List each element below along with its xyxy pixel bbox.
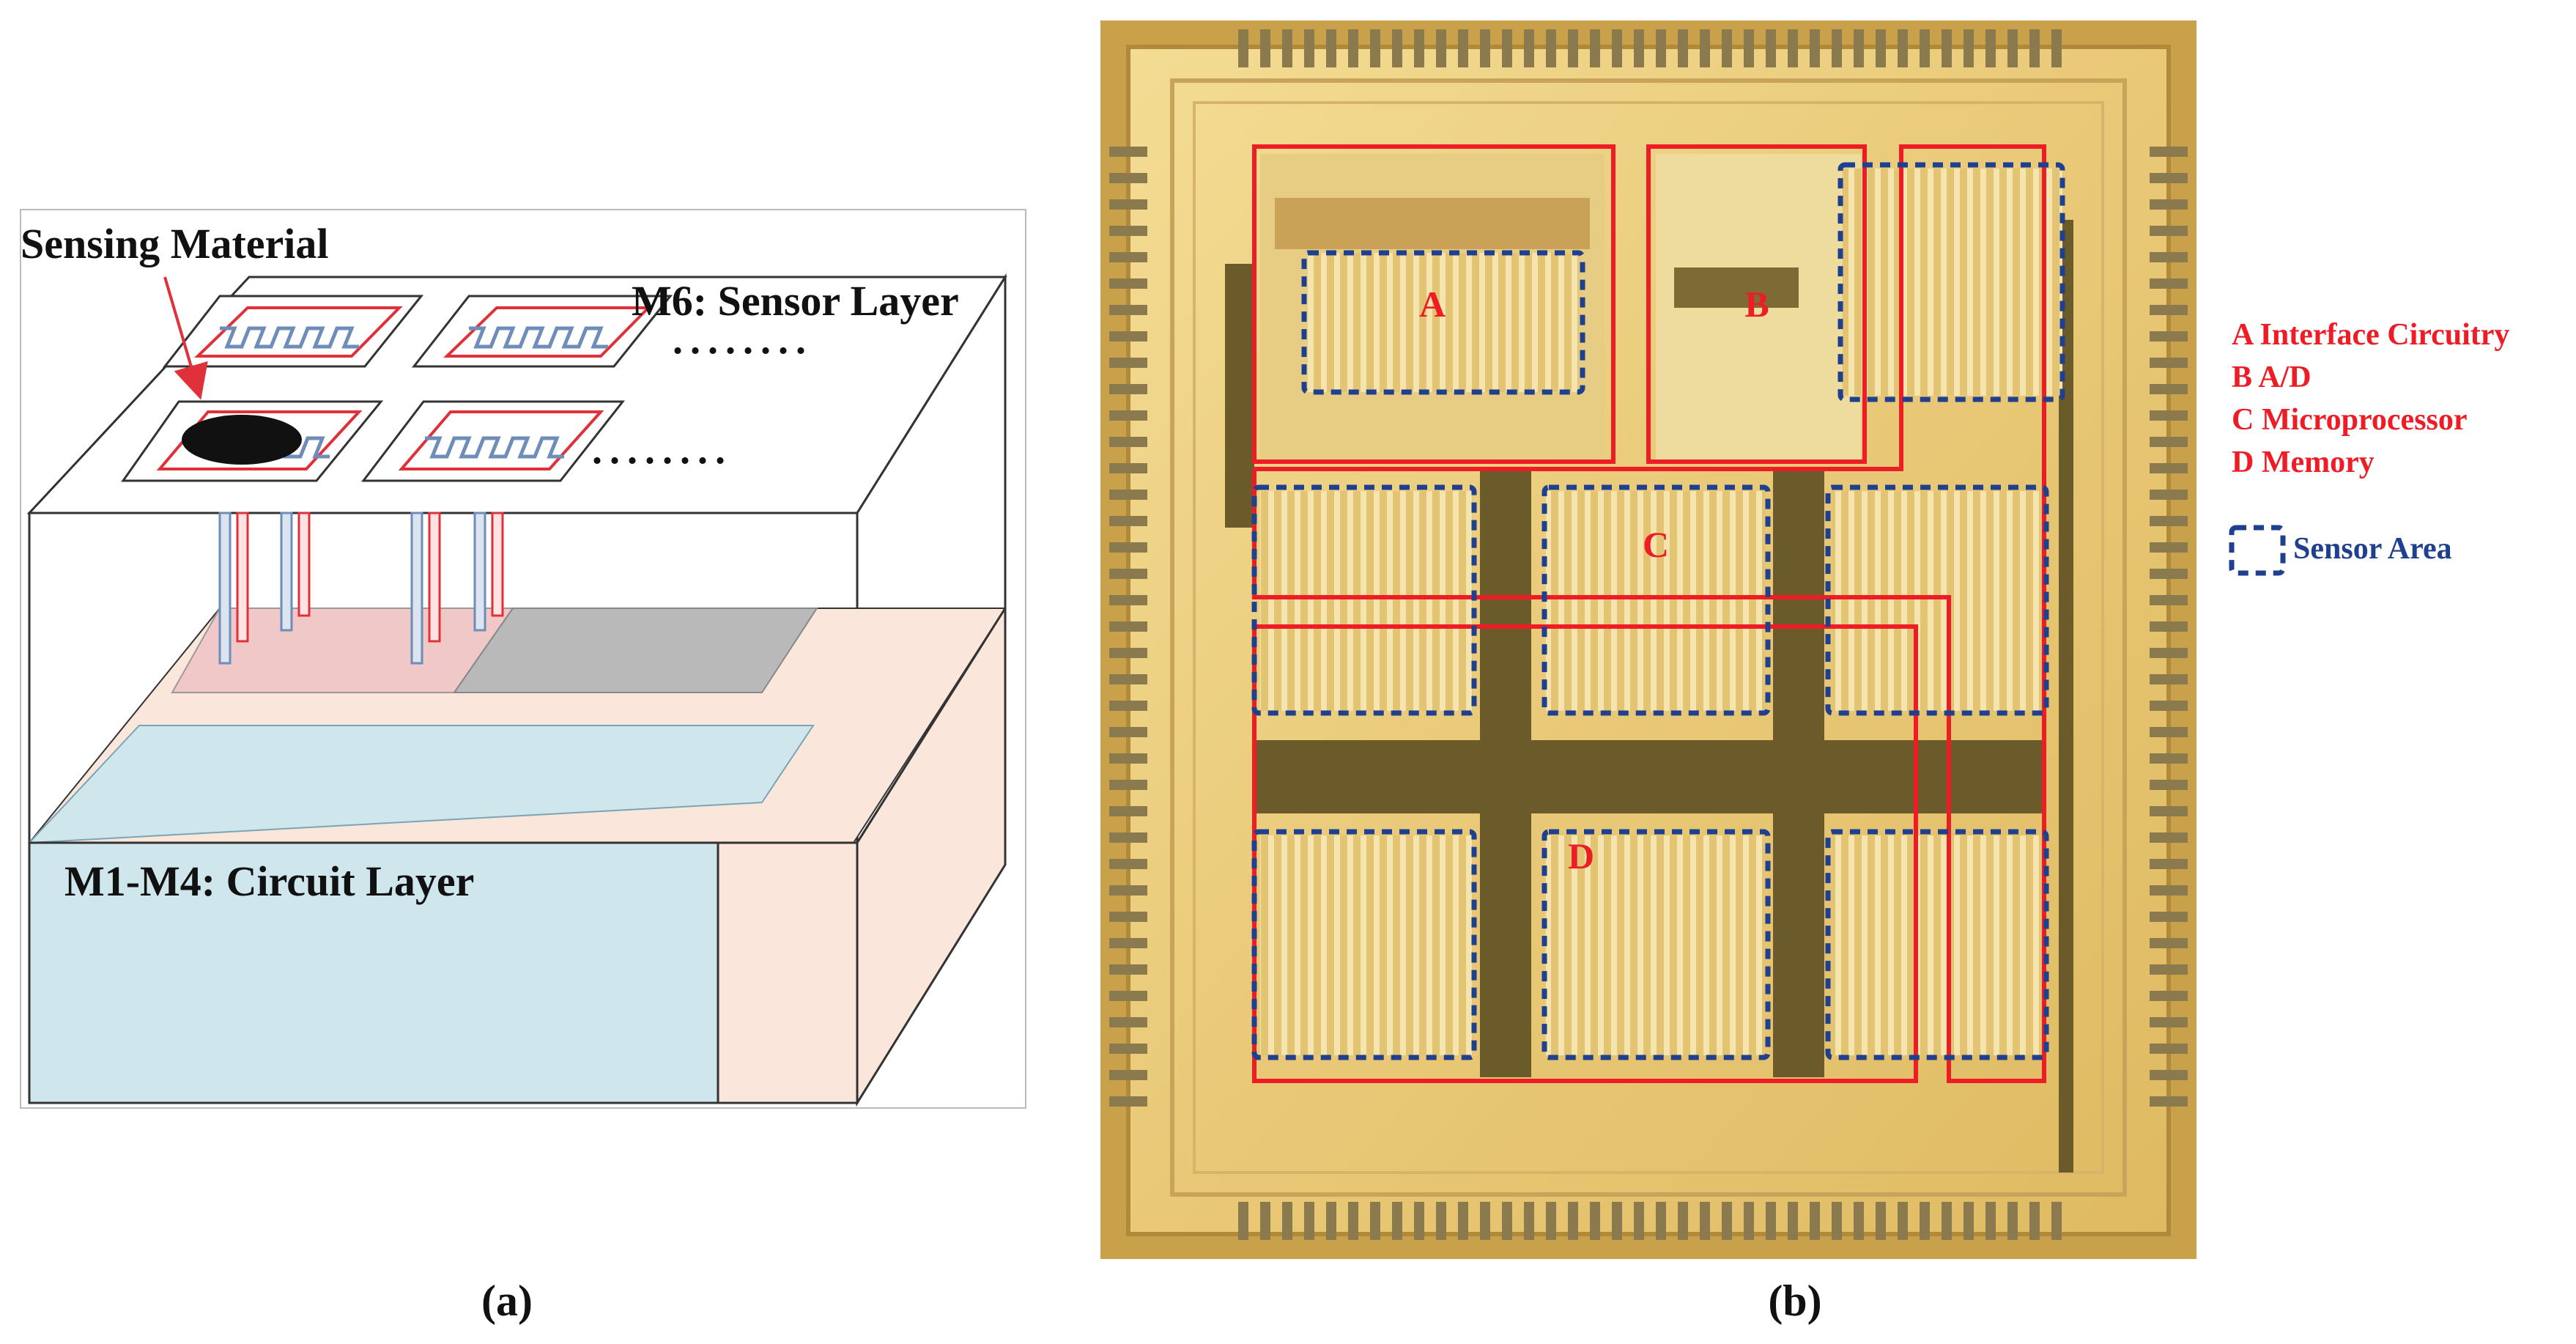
- circuit-contact-pad: [453, 608, 818, 693]
- sensor-cell-3: [121, 400, 384, 482]
- sensor-area-d2: [1541, 829, 1771, 1060]
- sensor-cell-2: [411, 295, 673, 368]
- sensor-array-c1: [1260, 491, 1473, 711]
- region-b-outline: [1646, 144, 1867, 464]
- panel-a-3d-chip: Sensing Material M6: Sensor Layer ......…: [20, 209, 1026, 1109]
- sensor-area-c1: [1251, 484, 1477, 716]
- legend-sensor-area-swatch: [2229, 525, 2286, 576]
- sensor-area-top-right: [1837, 162, 2065, 402]
- sensing-material-blob: [182, 415, 302, 465]
- sensing-material-arrow: [163, 276, 208, 400]
- sensor-array-top-right: [1843, 169, 2062, 396]
- circuit-layer-surface: [27, 725, 815, 844]
- bond-pads-left: [1109, 147, 1147, 1107]
- sensor-area-d1: [1251, 829, 1477, 1060]
- sensing-material-label: Sensing Material: [21, 220, 328, 267]
- bond-pads-bottom: [1238, 1202, 2062, 1240]
- seal-ring-inner: [1193, 101, 2104, 1174]
- sensor-array-a: [1308, 253, 1579, 392]
- circuit-layer-right-face: [856, 604, 1007, 1107]
- sensor-layer-label: M6: Sensor Layer: [632, 277, 959, 325]
- block-b-detail: [1674, 267, 1799, 308]
- legend-item-c: C Microprocessor: [2232, 403, 2468, 437]
- sensor-array-c2: [1546, 491, 1766, 711]
- region-a-outline: [1252, 144, 1615, 464]
- legend-sensor-area-label: Sensor Area: [2293, 532, 2452, 566]
- block-a-detail: [1275, 198, 1590, 249]
- sensor-array-d2: [1546, 835, 1766, 1055]
- bond-pads-right: [2150, 147, 2188, 1107]
- region-a-label: A: [1419, 284, 1446, 325]
- bond-pads-top: [1238, 29, 2062, 67]
- caption-b: (b): [1768, 1277, 1821, 1325]
- region-c-label: C: [1643, 524, 1669, 565]
- legend: A Interface Circuitry B A/D C Microproce…: [2229, 318, 2509, 576]
- seal-ring-outer: [1170, 78, 2127, 1197]
- circuit-layer-front-side: [717, 841, 859, 1104]
- sensor-array-d1: [1260, 835, 1473, 1055]
- region-b-label: B: [1744, 284, 1769, 325]
- circuit-layer-label: M1-M4: Circuit Layer: [64, 857, 474, 905]
- sensor-array-d3: [1832, 835, 2044, 1055]
- region-d-label: D: [1568, 835, 1594, 876]
- sensor-area-d3: [1825, 829, 2049, 1060]
- legend-item-b: B A/D: [2232, 361, 2312, 394]
- dark-routing-channels: [1225, 220, 2073, 1173]
- sensor-area-c3: [1825, 484, 2049, 716]
- sensor-array-c3: [1832, 491, 2044, 711]
- sensor-area-c2: [1541, 484, 1771, 716]
- legend-item-a: A Interface Circuitry: [2232, 318, 2509, 352]
- sensor-area-a: [1301, 250, 1585, 395]
- ellipsis-row-2: ........: [592, 427, 733, 473]
- via-pillars: [218, 512, 504, 665]
- sensor-cell-4: [360, 400, 626, 482]
- region-c-outline: [1252, 144, 2046, 1083]
- panel-b-chip-photo: A B C D: [1100, 21, 2196, 1259]
- caption-a: (a): [481, 1277, 533, 1325]
- ellipsis-row-1: ........: [673, 317, 813, 363]
- legend-item-d: D Memory: [2232, 446, 2375, 479]
